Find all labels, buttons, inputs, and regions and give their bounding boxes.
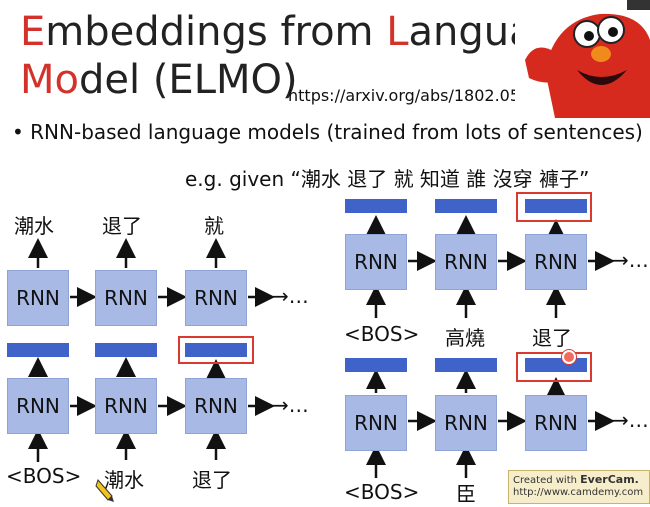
embedding-bar-left-2 xyxy=(95,343,157,357)
rnn-box-upper-3: RNN xyxy=(185,270,247,326)
rnn-box-rb-3: RNN xyxy=(525,395,587,451)
rnn-box-rt-3: RNN xyxy=(525,234,587,290)
embedding-bar-left-1 xyxy=(7,343,69,357)
highlight-box-right-top xyxy=(516,192,592,222)
bullet-text: • RNN-based language models (trained fro… xyxy=(12,120,643,144)
embedding-bar-rb-2 xyxy=(435,358,497,372)
rnn-box-lower-1: RNN xyxy=(7,378,69,434)
rt-input-1: <BOS> xyxy=(344,322,420,346)
left-output-3: 就 xyxy=(204,214,224,238)
elmo-image xyxy=(515,0,650,118)
left-output-2: 退了 xyxy=(102,214,142,238)
left-output-1: 潮水 xyxy=(14,214,54,238)
rnn-box-upper-2: RNN xyxy=(95,270,157,326)
embedding-bar-rt-2 xyxy=(435,199,497,213)
rt-input-3: 退了 xyxy=(532,326,572,350)
rnn-box-upper-1: RNN xyxy=(7,270,69,326)
rnn-box-lower-3: RNN xyxy=(185,378,247,434)
rnn-box-rb-1: RNN xyxy=(345,395,407,451)
rnn-box-rt-2: RNN xyxy=(435,234,497,290)
highlight-box-right-bottom xyxy=(516,352,592,382)
rnn-box-rt-1: RNN xyxy=(345,234,407,290)
rnn-box-lower-2: RNN xyxy=(95,378,157,434)
rnn-box-rb-2: RNN xyxy=(435,395,497,451)
highlight-box-left xyxy=(178,336,254,364)
embedding-bar-rb-1 xyxy=(345,358,407,372)
ellipsis-upper: →… xyxy=(272,284,309,308)
ellipsis-rt: →… xyxy=(612,248,649,272)
ellipsis-rb: →… xyxy=(612,408,649,432)
paper-url[interactable]: https://arxiv.org/abs/1802.05365 xyxy=(288,86,551,105)
ellipsis-lower: →… xyxy=(272,393,309,417)
left-input-3: 退了 xyxy=(192,468,232,492)
left-input-2: 潮水 xyxy=(104,468,144,492)
evercam-watermark: Created with EverCam. http://www.camdemy… xyxy=(508,470,650,504)
example-sentence: e.g. given “潮水 退了 就 知道 誰 沒穿 褲子” xyxy=(185,167,590,191)
pointer-dot-icon xyxy=(562,350,576,364)
rb-input-1: <BOS> xyxy=(344,480,420,504)
left-input-1: <BOS> xyxy=(6,464,82,488)
embedding-bar-left-3 xyxy=(185,343,247,357)
embedding-bar-rt-1 xyxy=(345,199,407,213)
rt-input-2: 高燒 xyxy=(445,326,485,350)
pencil-icon xyxy=(95,479,114,502)
rb-input-2: 臣 xyxy=(456,482,476,506)
embedding-bar-rt-3 xyxy=(525,199,587,213)
